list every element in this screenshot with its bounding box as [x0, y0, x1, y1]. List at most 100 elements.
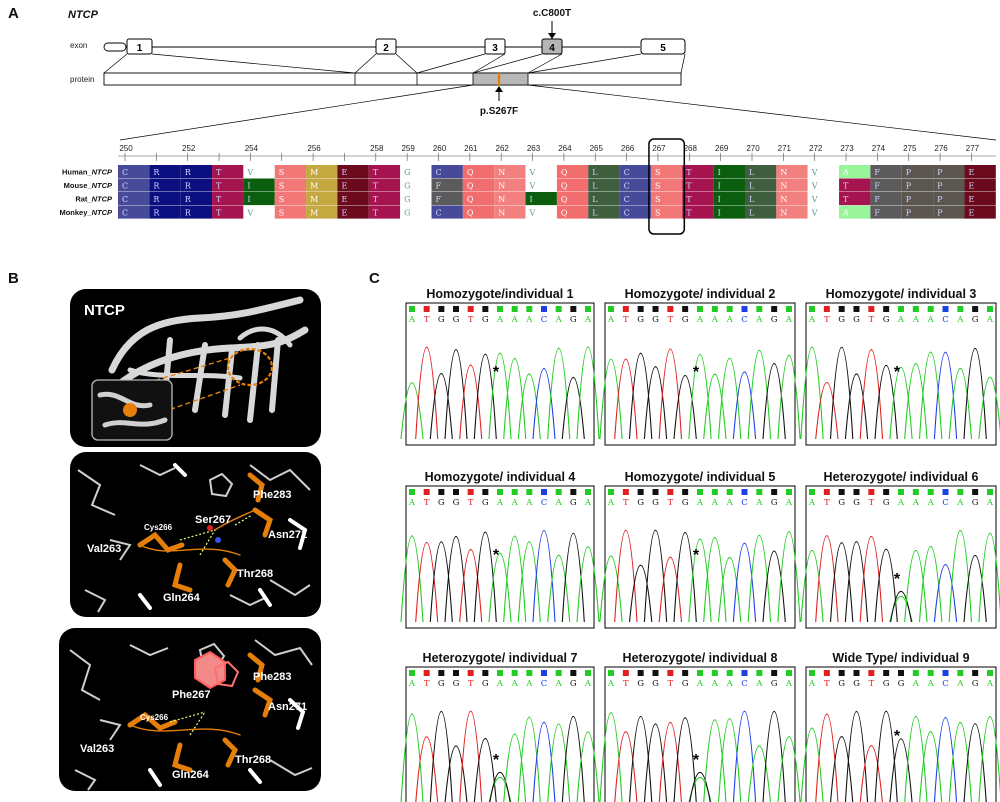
- base-call-mark: [667, 489, 674, 495]
- alignment-cell: [400, 165, 432, 179]
- residue-letter: F: [874, 208, 880, 217]
- species-name: Mouse_: [64, 181, 93, 190]
- base-call-letter: A: [696, 679, 704, 689]
- trace-peak: [576, 346, 600, 440]
- base-call-mark: [912, 306, 919, 312]
- base-call-mark: [585, 670, 591, 676]
- base-call-letter: G: [482, 498, 489, 508]
- alignment-cell: [682, 205, 714, 219]
- trace-peak: [762, 550, 786, 623]
- alignment-cell: [713, 165, 745, 179]
- base-call-letter: A: [927, 679, 935, 689]
- alignment-cell: [431, 205, 463, 219]
- alignment-cell: [118, 178, 150, 192]
- base-call-letter: A: [755, 679, 763, 689]
- species-gene: NTCP: [92, 168, 113, 177]
- alignment-cell: [368, 178, 401, 192]
- trace-peak: [444, 535, 468, 623]
- base-call-mark: [608, 489, 614, 495]
- residue-letter: R: [185, 168, 192, 177]
- base-call-letter: T: [824, 315, 830, 325]
- residue-letter: G: [404, 181, 410, 190]
- base-call-mark: [741, 489, 748, 495]
- residue-letter: E: [341, 208, 347, 217]
- trace-peak: [688, 353, 712, 440]
- alignment-cell: [870, 178, 902, 192]
- base-call-mark: [467, 670, 474, 676]
- residue-letter: R: [153, 195, 160, 204]
- residue-letter: G: [404, 195, 410, 204]
- highlight-position-box: [648, 138, 686, 235]
- base-call-letter: T: [623, 679, 629, 689]
- wildtype-residues: [137, 472, 273, 593]
- position-number: 274: [872, 144, 886, 153]
- base-call-mark: [541, 306, 547, 312]
- base-call-letter: A: [555, 315, 563, 325]
- trace-peak: [473, 737, 497, 802]
- base-call-letter: C: [741, 315, 748, 325]
- residue-letter: V: [529, 181, 536, 190]
- residue-letter: C: [624, 181, 630, 190]
- residue-letter: P: [937, 181, 943, 190]
- base-call-letter: C: [541, 679, 548, 689]
- base-call-mark: [987, 489, 993, 495]
- residue-letter: C: [122, 181, 128, 190]
- trace-peak: [473, 353, 497, 440]
- base-call-mark: [809, 489, 815, 495]
- alignment-cell: [682, 165, 714, 179]
- species-name: Rat_: [75, 195, 92, 204]
- residue-letter: I: [247, 195, 250, 204]
- trace-peak: [800, 346, 824, 440]
- residue-letter: T: [843, 181, 849, 190]
- base-call-letter: A: [726, 315, 734, 325]
- base-call-mark: [972, 306, 979, 312]
- base-call-mark: [942, 670, 949, 676]
- base-call-mark: [786, 489, 792, 495]
- alignment-cell: [400, 178, 432, 192]
- base-call-letter: T: [424, 679, 430, 689]
- alignment-cell: [870, 205, 902, 219]
- base-call-mark: [883, 306, 890, 312]
- trace-peak: [762, 710, 786, 802]
- trace-peak: [933, 716, 958, 802]
- protein-bar: [103, 72, 682, 86]
- base-call-letter: G: [972, 498, 979, 508]
- residue-letter: E: [341, 195, 347, 204]
- trace-peak: [933, 351, 958, 440]
- base-call-letter: G: [838, 315, 845, 325]
- trace-peak: [532, 368, 556, 440]
- base-call-mark: [741, 306, 748, 312]
- alignment-cell: [556, 178, 589, 192]
- base-call-letter: G: [682, 679, 689, 689]
- trace-peak: [628, 352, 653, 440]
- alignment-cell: [556, 192, 589, 206]
- alignment-cell: [839, 178, 871, 192]
- base-call-mark: [409, 670, 415, 676]
- base-call-mark: [409, 489, 415, 495]
- trace-peak: [918, 351, 943, 440]
- base-call-letter: A: [696, 498, 704, 508]
- exon-mapping-lines: [103, 53, 686, 74]
- base-call-letter: T: [824, 679, 830, 689]
- residue-letter: S: [279, 168, 284, 177]
- trace-peak: [717, 556, 742, 623]
- residue-letter: E: [968, 208, 974, 217]
- mutation-star: *: [894, 571, 901, 588]
- residue-letter: S: [655, 195, 660, 204]
- residue-letter: Q: [561, 195, 568, 204]
- alignment-cell: [431, 192, 463, 206]
- base-call-letter: T: [868, 498, 874, 508]
- exon-number-3: 3: [492, 43, 498, 54]
- trace-peak: [948, 529, 973, 623]
- base-call-mark: [883, 670, 890, 676]
- base-call-letter: A: [496, 679, 504, 689]
- alignment-cell: [964, 192, 996, 206]
- base-call-letter: T: [667, 498, 673, 508]
- base-call-mark: [482, 670, 489, 676]
- position-number: 252: [182, 144, 196, 153]
- trace-peak: [844, 373, 869, 440]
- exon-box-5: [640, 38, 686, 55]
- position-number: 261: [464, 144, 478, 153]
- trace-peak: [643, 723, 668, 802]
